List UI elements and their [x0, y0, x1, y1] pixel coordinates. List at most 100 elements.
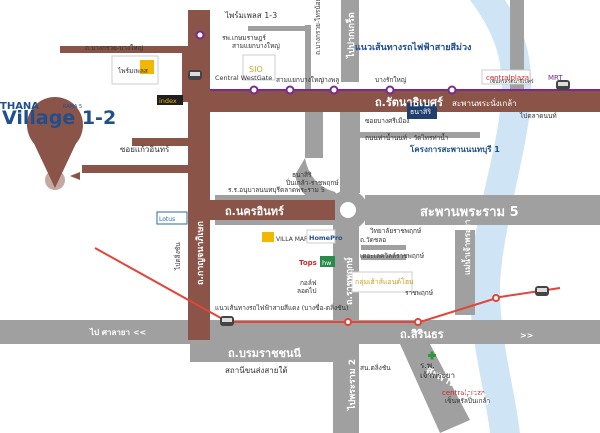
- road-mid-vertical: [305, 98, 323, 158]
- label-market-nakhon: รพ.เกษมราษฎร์: [222, 34, 266, 42]
- train-icon-red-2: [535, 286, 549, 296]
- label-bang-sri-mueang: ซอยบางศรีเมือง: [365, 117, 409, 125]
- station-bang-phlu: [329, 85, 339, 95]
- logo-prime-place: ไพร์มเพลส: [111, 55, 159, 85]
- brand-thana: THANA: [0, 101, 39, 112]
- label-red-line-route: แนวเส้นทางรถไฟฟ้าสายสีแดง (บางซื่อ-ตลิ่ง…: [215, 303, 349, 312]
- road-bang-khun-non: [305, 25, 311, 95]
- svg-text:ไพร์มเพลส: ไพร์มเพลส: [117, 67, 148, 75]
- label-central-westgate: Central WestGate: [215, 74, 272, 82]
- hospital-icon: [428, 351, 436, 360]
- label-borommaratchachonnani: ถ.บรมราชชนนี: [228, 347, 302, 360]
- label-to-north: ไปปากเกร็ด: [344, 12, 357, 59]
- road-bang-kruai-down: [182, 52, 190, 102]
- label-to-sala-ya: ไป ศาลายา <<: [89, 327, 146, 337]
- road-far-right-vertical: [510, 0, 524, 90]
- road-bang-kruai: [60, 46, 190, 53]
- logo-siam-star: SIO: [242, 54, 276, 81]
- road-ratthanathibet: [205, 90, 600, 112]
- svg-text:hw: hw: [322, 259, 332, 267]
- label-pinklao-plaza: เซ็นทรัลปิ่นเกล้า: [445, 396, 491, 405]
- label-the-lake: เดอะเลควิลล์ราชพฤกษ์: [360, 252, 425, 260]
- station-bang-rak-yai: [385, 85, 395, 95]
- label-saphan-phra-ram-5: สะพานพระราม 5: [420, 205, 519, 220]
- svg-text:centralplaza: centralplaza: [442, 389, 485, 397]
- label-to-pho-thong: ไปพระราม 2: [346, 359, 358, 411]
- brand-village: Village 1-2: [2, 107, 116, 129]
- label-bang-kruai-bang-yai: ถ.บางกรวย-บางใหญ่: [85, 44, 144, 52]
- roundabout-center: [340, 202, 356, 218]
- road-north-vertical: [341, 0, 359, 82]
- label-prime-place-1-3: ไพร์มเพลส 1-3: [224, 10, 277, 20]
- road-nakhon-in-brown: [205, 200, 335, 220]
- road-soi-kaew-in: [132, 138, 192, 146]
- logo-villa-market: VILLA MARKET: [262, 232, 320, 243]
- brown-road-network: [60, 10, 600, 340]
- svg-text:Tops: Tops: [299, 259, 317, 267]
- label-golf: กอล์ฟ: [300, 279, 317, 287]
- label-nonthaburi-1-bridge: โครงการสะพานนนทบุรี 1: [409, 144, 500, 155]
- label-school-anuban: ร.ร.อนุบาลนนทบุรี: [228, 186, 281, 194]
- logo-home-pro: HomePro: [306, 229, 343, 244]
- station-top: [195, 30, 205, 40]
- label-sam-yaek: สามแยกบางใหญ่: [276, 76, 324, 84]
- arrow-left-icon: [70, 172, 80, 180]
- station-central-westgate: [249, 85, 259, 95]
- road-saphan-phra-ram-5: [365, 195, 600, 225]
- label-saphan-phra-nang-klao: สะพานพระนั่งเกล้า: [452, 97, 517, 108]
- svg-text:ธนาสิริ: ธนาสิริ: [410, 108, 431, 116]
- label-arrow-right: >>: [520, 331, 533, 340]
- svg-text:กลุ่มเฮ้าส์แอนด์โฮม: กลุ่มเฮ้าส์แอนด์โฮม: [355, 277, 414, 286]
- label-sirinthorn: ถ.สิรินธร: [400, 328, 444, 341]
- label-house-home-sub: ราชพฤกษ์: [405, 289, 434, 297]
- logo-hw: hw: [320, 256, 335, 267]
- svg-text:SIO: SIO: [249, 65, 263, 74]
- label-central-rattanathibet: เซ็นทรัลรัตนาธิเบศร์: [490, 77, 534, 85]
- label-nakhon-in: ถ.นครอินทร์: [225, 205, 284, 218]
- label-to-chiang-rak: ไปตลิ่งชัน: [173, 242, 182, 271]
- road-bang-wa-link: [360, 132, 480, 138]
- station-tha-it: [447, 85, 457, 95]
- road-phra-pin-klao: [400, 344, 470, 433]
- label-bang-yai-station: สามแยกบางใหญ่: [232, 42, 280, 50]
- label-bang-khun-non: ถ.บางกรวย-ไทรน้อย: [314, 0, 322, 55]
- logo-central-plaza-top: centralplaza: [481, 69, 531, 85]
- red-line-station-2: [414, 318, 422, 326]
- label-hospital-2: เจ้าพระยา: [420, 371, 455, 380]
- logo-thanasiri: ธนาสิริ: [407, 103, 437, 119]
- road-small-link-1: [361, 255, 406, 260]
- label-ratchaphruek: ถ.ราชพฤกษ์: [343, 257, 355, 305]
- label-talat-phra-ram-5: ตลาดพระราม 5: [280, 186, 325, 194]
- road-tha-phra-1-3: [248, 26, 310, 31]
- label-thanasiri-pinklao-2: ปิ่นเกล้า-ราชพฤกษ์: [285, 178, 339, 187]
- road-ratchaphruek-north: [340, 98, 360, 193]
- label-ratthanathibet: ถ.รัตนาธิเบศร์: [375, 96, 443, 109]
- label-chao-phraya: แม่น้ำเจ้าพระยา: [461, 220, 472, 275]
- label-ratchaphruek-college: วิทยาลัยราชพฤกษ์: [370, 227, 422, 235]
- purple-line-stations: [195, 30, 457, 95]
- label-kanchanaphisek: ถ.กาญจนาภิเษก: [195, 221, 206, 285]
- label-wat-chalor: ถ.วัดชลอ: [360, 236, 386, 244]
- train-icon-red-1: [220, 316, 234, 326]
- logo-purple-right: MRT: [548, 74, 563, 82]
- station-sam-yaek-bang-yai: [285, 85, 295, 95]
- label-bang-rak-yai: บางรักใหญ่: [375, 76, 407, 84]
- label-golf-2: ลอดไป: [297, 287, 317, 295]
- red-line-station-3: [492, 294, 500, 302]
- label-motor-show-hall: สถานีขนส่งสายใต้: [225, 366, 288, 375]
- label-bang-phlu: บางพลู: [320, 76, 339, 84]
- label-nonthaburi-pier: ไปตลาดนนท์: [519, 112, 557, 120]
- red-line-station-1: [344, 318, 352, 326]
- road-borommaratchachonnani: [190, 340, 335, 362]
- label-hospital: ร.พ.: [420, 361, 435, 370]
- road-phra-right-vertical: [455, 230, 475, 315]
- svg-text:MRT: MRT: [548, 74, 563, 82]
- red-line-rail: [94, 247, 561, 323]
- logo-central-plaza-bottom: centralplaza: [442, 389, 485, 397]
- train-icon-purple-1: [188, 70, 202, 80]
- svg-text:HomePro: HomePro: [309, 234, 343, 242]
- label-purple-line-route: แนวเส้นทางรถไฟฟ้าสายสีม่วง: [355, 41, 471, 53]
- brand-tagline: RAMA 5: [63, 104, 82, 110]
